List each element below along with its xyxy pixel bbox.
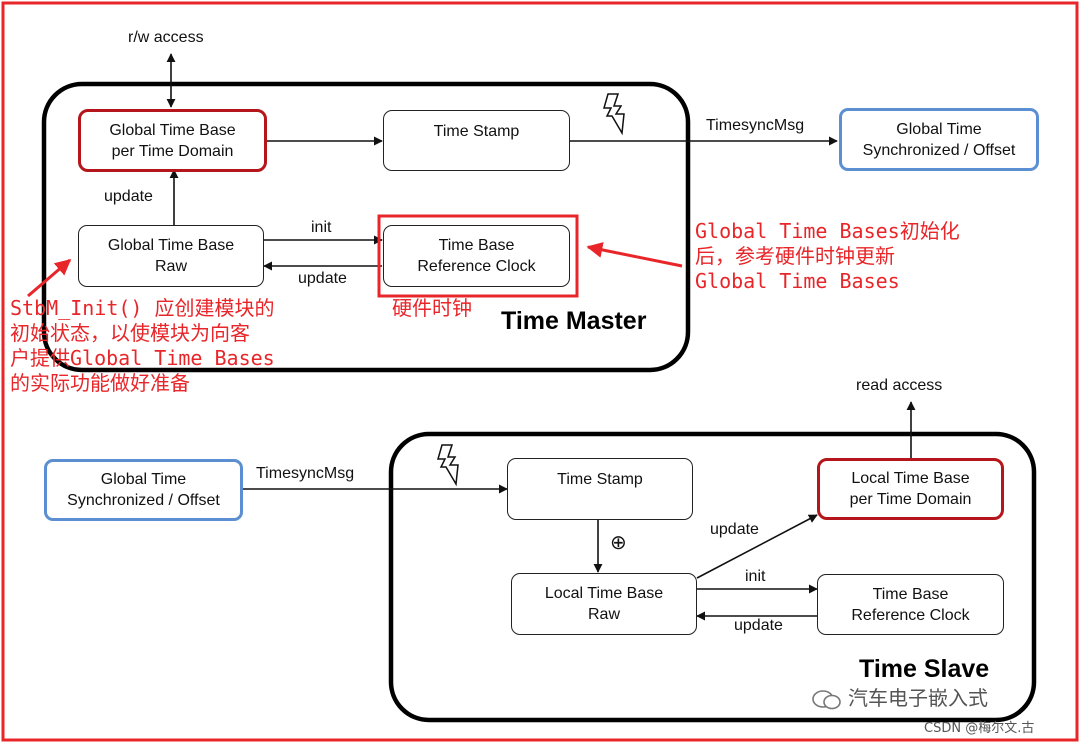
time-master-title: Time Master	[501, 307, 647, 335]
master-update-back-label: update	[298, 270, 347, 287]
master-update-up-label: update	[104, 188, 153, 205]
annotation-arrow-left	[27, 258, 72, 298]
slave-time-stamp-box: Time Stamp	[507, 458, 693, 520]
local-time-base-raw-label: Local Time Base Raw	[544, 585, 664, 623]
master-time-stamp-box: Time Stamp	[383, 110, 570, 171]
slave-sync-input-label: Global Time Synchronized / Offset	[67, 471, 220, 509]
read-access-label: read access	[856, 377, 943, 394]
time-slave-title: Time Slave	[859, 655, 990, 683]
global-time-base-box: Global Time Base per Time Domain	[78, 109, 267, 172]
master-ref-clock-label: Time Base Reference Clock	[417, 237, 536, 275]
global-init-annotation: Global Time Bases初始化 后，参考硬件时钟更新 Global T…	[695, 219, 960, 293]
local-time-base-raw-box: Local Time Base Raw	[511, 573, 697, 635]
watermark-brand: 汽车电子嵌入式	[812, 682, 988, 711]
master-ref-clock-box: Time Base Reference Clock	[383, 225, 570, 287]
wechat-icon	[812, 689, 842, 711]
master-sync-output-box: Global Time Synchronized / Offset	[839, 108, 1039, 171]
global-time-base-raw-label: Global Time Base Raw	[107, 237, 235, 275]
slave-ref-clock-box: Time Base Reference Clock	[817, 574, 1004, 635]
slave-msg-label: TimesyncMsg	[256, 465, 355, 482]
time-master-frame	[41, 81, 691, 373]
rw-access-label: r/w access	[128, 29, 204, 46]
annotation-arrow-right	[586, 242, 683, 268]
slave-update-up-label: update	[710, 521, 759, 538]
time-slave-frame	[388, 431, 1037, 723]
watermark-credit: CSDN @梅尔文.古	[924, 721, 1035, 736]
slave-ref-clock-label: Time Base Reference Clock	[851, 585, 970, 624]
global-time-base-raw-box: Global Time Base Raw	[78, 225, 264, 287]
local-time-base-label: Local Time Base per Time Domain	[849, 470, 972, 508]
plus-symbol: ⊕	[610, 532, 627, 554]
slave-init-label: init	[745, 568, 766, 585]
lightning-icon	[603, 93, 625, 136]
stbm-init-annotation: StbM_Init() 应创建模块的 初始状态，以使模块为向客 户提供Globa…	[10, 296, 275, 395]
lightning-icon	[437, 444, 459, 487]
slave-update-back-label: update	[734, 617, 783, 634]
slave-time-stamp-label: Time Stamp	[557, 471, 643, 488]
master-init-label: init	[311, 219, 332, 236]
master-time-stamp-label: Time Stamp	[433, 123, 520, 140]
slave-sync-input-box: Global Time Synchronized / Offset	[44, 459, 243, 521]
watermark-brand-text: 汽车电子嵌入式	[848, 686, 988, 710]
master-sync-output-label: Global Time Synchronized / Offset	[862, 120, 1016, 159]
local-time-base-box: Local Time Base per Time Domain	[817, 458, 1004, 520]
hardware-clock-highlight	[377, 214, 579, 298]
hardware-clock-annotation: 硬件时钟	[392, 296, 472, 320]
raw-to-local-update-arrow	[696, 514, 818, 579]
global-time-base-label: Global Time Base per Time Domain	[109, 121, 236, 160]
master-msg-label: TimesyncMsg	[706, 117, 805, 134]
